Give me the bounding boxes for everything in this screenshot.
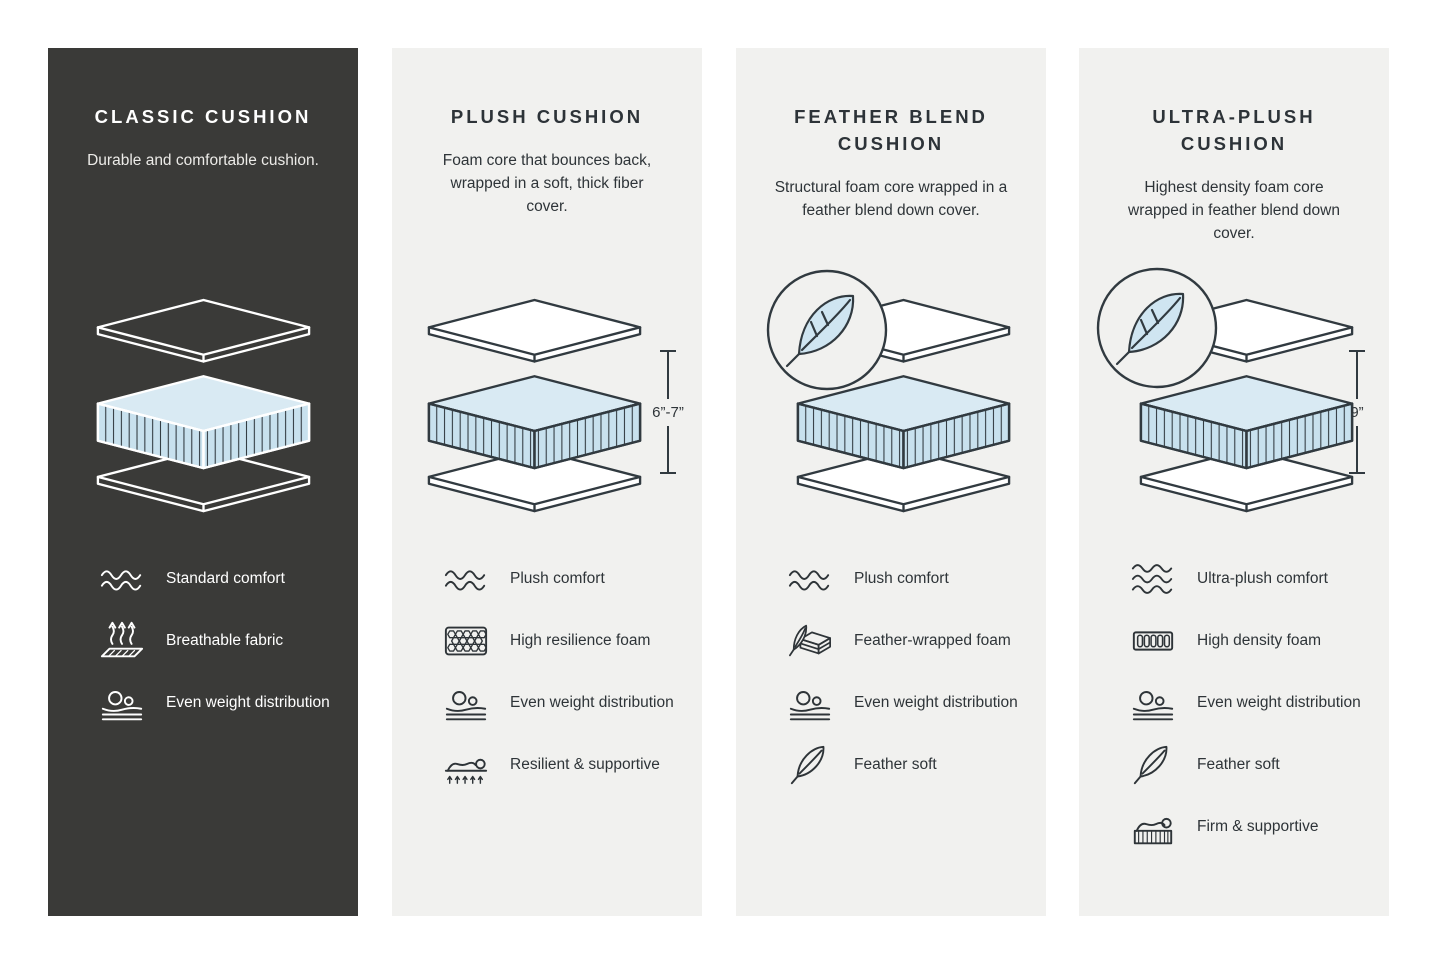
cushion-illustration: 6”-7” <box>417 298 684 530</box>
even-weight-icon <box>784 680 836 726</box>
feature-label: Firm & supportive <box>1197 818 1319 836</box>
panel-description: Durable and comfortable cushion. <box>87 151 319 169</box>
feature-list: Plush comfort Feather-wrapped foam Even … <box>764 556 1018 788</box>
dimension-line <box>667 352 669 399</box>
breathable-fabric-icon <box>96 618 148 664</box>
feature-label: High resilience foam <box>510 632 651 650</box>
layered-cushion-graphic <box>86 298 321 517</box>
feature-label: Even weight distribution <box>1197 694 1361 712</box>
even-weight-icon <box>440 680 492 726</box>
panel-header: ULTRA-PLUSH CUSHION Highest density foam… <box>1107 48 1361 298</box>
cushion-illustration: 9” <box>1107 298 1365 530</box>
feature-row: Even weight distribution <box>1127 680 1361 726</box>
panel-title: CLASSIC CUSHION <box>94 106 312 127</box>
feature-row: Firm & supportive <box>1127 804 1361 850</box>
dimension-label: 6”-7” <box>652 403 684 421</box>
cushion-illustration <box>76 298 330 530</box>
feature-label: Ultra-plush comfort <box>1197 570 1328 588</box>
panel-title: ULTRA-PLUSH CUSHION <box>1152 106 1316 154</box>
feature-row: Feather soft <box>1127 742 1361 788</box>
resilient-supportive-icon <box>440 742 492 788</box>
feature-list: Standard comfort Breathable fabric Even … <box>76 556 330 726</box>
feature-row: Ultra-plush comfort <box>1127 556 1361 602</box>
feature-list: Ultra-plush comfort High density foam Ev… <box>1107 556 1361 850</box>
feather-icon <box>1127 742 1179 788</box>
feature-row: Even weight distribution <box>96 680 330 726</box>
panel-description: Foam core that bounces back, wrapped in … <box>442 151 652 216</box>
dimension-cap <box>660 350 676 352</box>
feature-label: Even weight distribution <box>166 694 330 712</box>
feature-label: Even weight distribution <box>854 694 1018 712</box>
even-weight-icon <box>96 680 148 726</box>
feature-label: Feather-wrapped foam <box>854 632 1011 650</box>
honeycomb-foam-icon <box>440 618 492 664</box>
panel-header: PLUSH CUSHION Foam core that bounces bac… <box>420 48 674 298</box>
feature-row: Breathable fabric <box>96 618 330 664</box>
waves-icon <box>440 556 492 602</box>
panel-classic-cushion: CLASSIC CUSHION Durable and comfortable … <box>48 48 358 916</box>
panel-header: FEATHER BLEND CUSHION Structural foam co… <box>764 48 1018 298</box>
feature-row: Plush comfort <box>784 556 1018 602</box>
panel-plush-cushion: PLUSH CUSHION Foam core that bounces bac… <box>392 48 702 916</box>
feature-label: High density foam <box>1197 632 1322 650</box>
feature-list: Plush comfort High resilience foam Even … <box>420 556 674 788</box>
feature-label: Standard comfort <box>166 570 285 588</box>
cushion-illustration <box>764 298 1018 530</box>
panel-description: Structural foam core wrapped in a feathe… <box>774 178 1008 219</box>
waves-icon <box>1127 556 1179 602</box>
panel-title: PLUSH CUSHION <box>450 106 644 127</box>
feather-wrapped-foam-icon <box>784 618 836 664</box>
feature-label: Even weight distribution <box>510 694 674 712</box>
feature-row: Resilient & supportive <box>440 742 674 788</box>
waves-icon <box>784 556 836 602</box>
feature-row: High density foam <box>1127 618 1361 664</box>
panel-title: FEATHER BLEND CUSHION <box>794 106 988 154</box>
layered-cushion-graphic <box>417 298 652 517</box>
dimension-line <box>667 425 669 472</box>
feature-row: Feather soft <box>784 742 1018 788</box>
height-dimension: 9” <box>1337 350 1377 474</box>
feature-row: Even weight distribution <box>784 680 1018 726</box>
feather-icon <box>784 742 836 788</box>
waves-icon <box>96 556 148 602</box>
even-weight-icon <box>1127 680 1179 726</box>
feature-label: Plush comfort <box>854 570 949 588</box>
dimension-label: 9” <box>1350 403 1364 421</box>
panel-description: Highest density foam core wrapped in fea… <box>1128 178 1340 243</box>
dimension-line <box>1356 425 1358 472</box>
high-density-foam-icon <box>1127 618 1179 664</box>
feature-label: Resilient & supportive <box>510 756 660 774</box>
panel-feather-blend-cushion: FEATHER BLEND CUSHION Structural foam co… <box>736 48 1046 916</box>
feature-row: Even weight distribution <box>440 680 674 726</box>
feature-label: Feather soft <box>854 756 937 774</box>
feature-row: Feather-wrapped foam <box>784 618 1018 664</box>
feature-row: Standard comfort <box>96 556 330 602</box>
feature-row: High resilience foam <box>440 618 674 664</box>
feature-label: Feather soft <box>1197 756 1280 774</box>
feather-badge-icon <box>1095 266 1219 390</box>
feature-label: Breathable fabric <box>166 632 284 650</box>
panel-header: CLASSIC CUSHION Durable and comfortable … <box>76 48 330 298</box>
dimension-line <box>1356 352 1358 399</box>
firm-supportive-icon <box>1127 804 1179 850</box>
feather-badge-icon <box>765 268 889 392</box>
feature-label: Plush comfort <box>510 570 605 588</box>
dimension-cap <box>1349 350 1365 352</box>
dimension-cap <box>660 472 676 474</box>
height-dimension: 6”-7” <box>648 350 688 474</box>
dimension-cap <box>1349 472 1365 474</box>
panel-ultra-plush-cushion: ULTRA-PLUSH CUSHION Highest density foam… <box>1079 48 1389 916</box>
feature-row: Plush comfort <box>440 556 674 602</box>
